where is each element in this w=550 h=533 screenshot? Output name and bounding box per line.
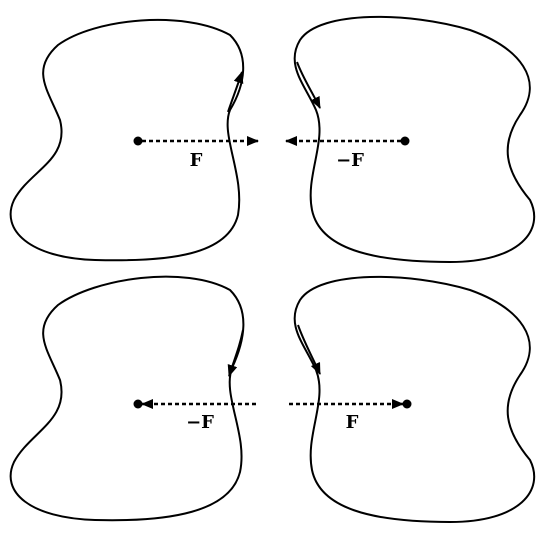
top-left-force-label: F [190, 150, 203, 171]
top-left-center-dot [133, 136, 143, 146]
bottom-left-loop: −F [9, 275, 256, 522]
top-right-loop-boundary [293, 15, 536, 264]
bottom-left-center-dot [133, 399, 143, 409]
bottom-right-loop: F [289, 275, 536, 524]
top-right-loop: −F [285, 15, 536, 264]
top-right-circulation-arrow [296, 61, 321, 109]
bottom-right-center-dot [402, 399, 412, 409]
bottom-left-loop-boundary [9, 275, 245, 522]
top-left-loop-boundary [9, 18, 245, 262]
top-left-loop: F [9, 18, 259, 262]
bottom-right-circulation-arrow [297, 324, 321, 375]
top-right-center-dot [400, 136, 410, 146]
bottom-right-loop-boundary [293, 275, 536, 524]
top-left-circulation-arrow [227, 71, 244, 113]
bottom-right-force-label: F [346, 412, 359, 433]
top-right-force-label: −F [336, 150, 364, 171]
bottom-left-force-label: −F [186, 412, 214, 433]
bottom-left-circulation-arrow [227, 329, 244, 377]
